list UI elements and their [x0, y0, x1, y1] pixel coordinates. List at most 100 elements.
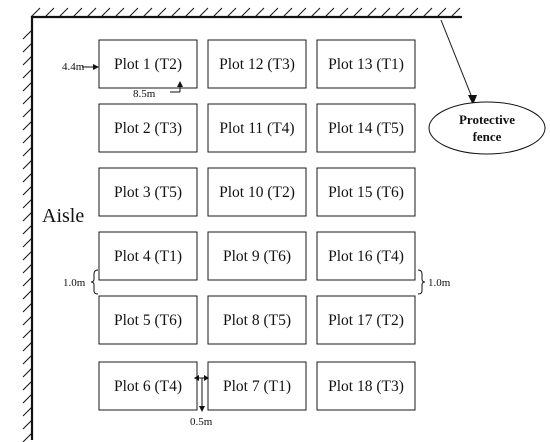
fence-pointer-line	[440, 19, 474, 101]
plot-box	[98, 103, 198, 153]
plot-box	[207, 231, 307, 281]
hatch-mark	[338, 7, 349, 18]
hatch-mark	[30, 7, 41, 18]
top-wall-hatching	[30, 7, 461, 18]
plot-label: Plot 16 (T4)	[328, 248, 404, 265]
hatch-mark	[22, 120, 33, 131]
hatch-mark	[22, 237, 33, 248]
plot-label: Plot 13 (T1)	[328, 56, 404, 73]
hatch-mark	[22, 224, 33, 235]
plot-box	[316, 231, 416, 281]
plot-box	[98, 39, 198, 89]
plot-box	[316, 361, 416, 411]
plot-16: Plot 6 (T4)	[98, 361, 198, 411]
hatch-mark	[22, 172, 33, 183]
hatch-mark	[22, 289, 33, 300]
plot-18: Plot 18 (T3)	[316, 361, 416, 411]
plot-label: Plot 8 (T5)	[223, 312, 291, 329]
plot-label: Plot 1 (T2)	[114, 56, 182, 73]
plot-box	[98, 361, 198, 411]
hatch-mark	[22, 328, 33, 339]
column-gap-dimension: 0.5m	[190, 375, 213, 428]
plot-box	[98, 231, 198, 281]
plot-12: Plot 16 (T4)	[316, 231, 416, 281]
plot-label: Plot 12 (T3)	[219, 56, 295, 73]
row-gap-right-dimension: 1.0m	[417, 269, 451, 295]
left-wall-hatching	[22, 29, 33, 442]
hatch-mark	[128, 7, 139, 18]
plot-width-arrowhead	[177, 81, 183, 87]
hatch-mark	[22, 107, 33, 118]
plot-box	[207, 295, 307, 345]
column-gap-leader-arrowhead	[199, 406, 205, 412]
hatch-mark	[310, 7, 321, 18]
hatch-mark	[22, 354, 33, 365]
hatch-mark	[450, 7, 461, 18]
row-gap-right-brace	[417, 269, 426, 295]
hatch-mark	[22, 146, 33, 157]
plot-height-label: 4.4m	[62, 61, 85, 73]
hatch-mark	[22, 367, 33, 378]
hatch-mark	[282, 7, 293, 18]
hatch-mark	[58, 7, 69, 18]
hatch-mark	[22, 263, 33, 274]
column-gap-label: 0.5m	[190, 416, 213, 428]
plot-10: Plot 4 (T1)	[98, 231, 198, 281]
hatch-mark	[198, 7, 209, 18]
plot-17: Plot 7 (T1)	[207, 361, 307, 411]
row-gap-left-brace	[90, 269, 99, 295]
plot-2: Plot 12 (T3)	[207, 39, 307, 89]
plot-box	[207, 39, 307, 89]
hatch-mark	[268, 7, 279, 18]
hatch-mark	[22, 133, 33, 144]
hatch-mark	[22, 406, 33, 417]
hatch-mark	[296, 7, 307, 18]
column-gap-arrowhead-left	[194, 375, 199, 381]
hatch-mark	[22, 29, 33, 40]
protective-fence-annotation: Protective fence	[428, 19, 546, 155]
hatch-mark	[44, 7, 55, 18]
plot-label: Plot 4 (T1)	[114, 248, 182, 265]
row-gap-right-label: 1.0m	[428, 277, 451, 289]
plot-width-label: 8.5m	[133, 88, 156, 100]
hatch-mark	[226, 7, 237, 18]
hatch-mark	[22, 55, 33, 66]
hatch-mark	[156, 7, 167, 18]
hatch-mark	[380, 7, 391, 18]
plot-box	[316, 295, 416, 345]
hatch-mark	[142, 7, 153, 18]
hatch-mark	[240, 7, 251, 18]
plot-7: Plot 3 (T5)	[98, 167, 198, 217]
fence-label-line1: Protective	[459, 112, 515, 127]
plot-3: Plot 13 (T1)	[316, 39, 416, 89]
plot-11: Plot 9 (T6)	[207, 231, 307, 281]
plot-label: Plot 3 (T5)	[114, 184, 182, 201]
hatch-mark	[22, 198, 33, 209]
aisle-label: Aisle	[42, 205, 84, 227]
plot-5: Plot 11 (T4)	[207, 103, 307, 153]
plot-6: Plot 14 (T5)	[316, 103, 416, 153]
hatch-mark	[22, 159, 33, 170]
row-gap-left-label: 1.0m	[63, 277, 86, 289]
row-gap-left-dimension: 1.0m	[63, 269, 99, 295]
plot-box	[316, 103, 416, 153]
plot-label: Plot 2 (T3)	[114, 120, 182, 137]
hatch-mark	[22, 185, 33, 196]
plot-15: Plot 17 (T2)	[316, 295, 416, 345]
plot-label: Plot 17 (T2)	[328, 312, 404, 329]
hatch-mark	[114, 7, 125, 18]
hatch-mark	[170, 7, 181, 18]
hatch-mark	[22, 315, 33, 326]
hatch-mark	[22, 211, 33, 222]
hatch-mark	[22, 68, 33, 79]
plot-label: Plot 18 (T3)	[328, 378, 404, 395]
plot-box	[207, 167, 307, 217]
fence-label-line2: fence	[473, 129, 502, 144]
plot-9: Plot 15 (T6)	[316, 167, 416, 217]
plot-label: Plot 15 (T6)	[328, 184, 404, 201]
hatch-mark	[394, 7, 405, 18]
hatch-mark	[22, 432, 33, 442]
plot-width-dimension: 8.5m	[133, 81, 183, 100]
plot-box	[98, 295, 198, 345]
